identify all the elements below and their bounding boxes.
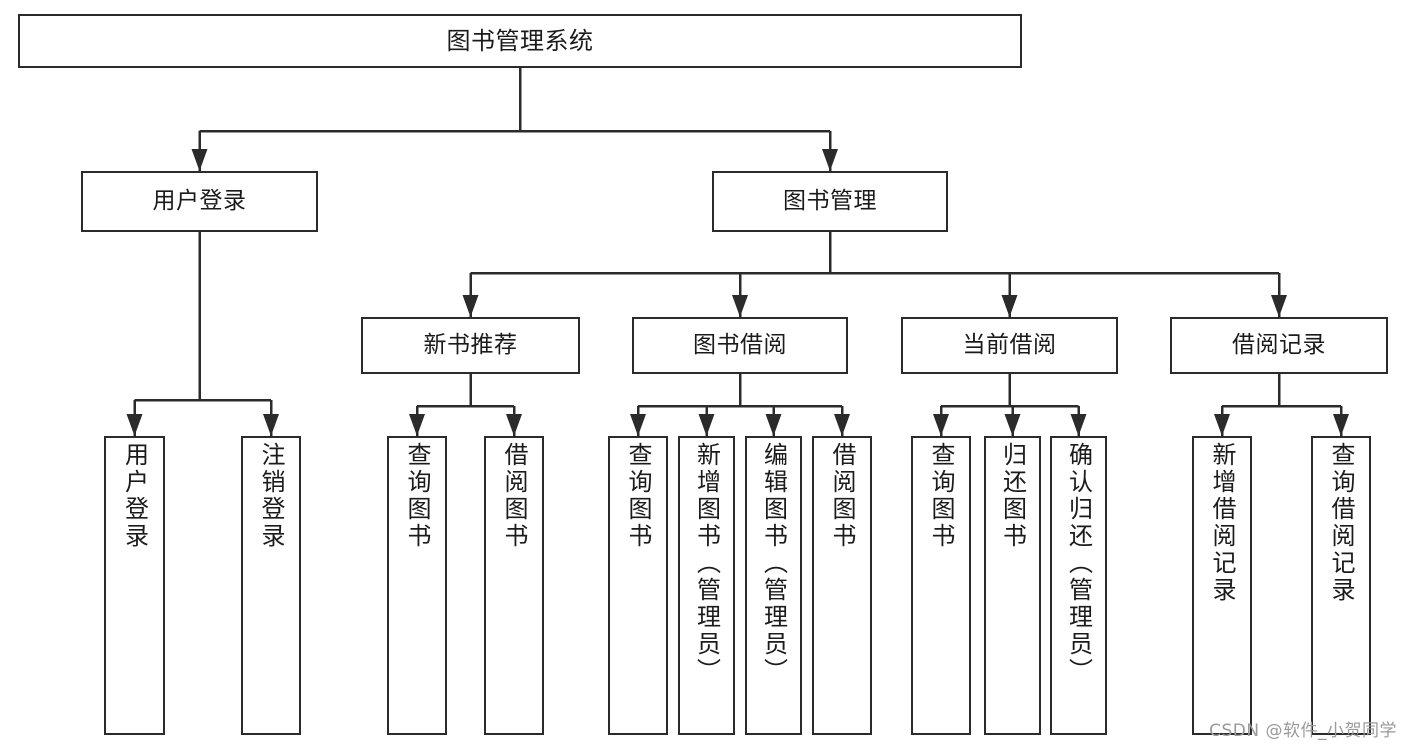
node-label: 编辑图书（管理员） bbox=[759, 442, 788, 685]
node-leaf-add-book[interactable]: 新增图书（管理员） bbox=[678, 436, 735, 735]
node-label: 查询图书 bbox=[403, 442, 431, 550]
node-leaf-query-record[interactable]: 查询借阅记录 bbox=[1311, 436, 1371, 735]
node-book-borrow[interactable]: 图书借阅 bbox=[632, 317, 848, 374]
node-label: 确认归还（管理员） bbox=[1064, 442, 1093, 685]
node-leaf-query-book-1[interactable]: 查询图书 bbox=[387, 436, 447, 735]
arrow-head-icon bbox=[630, 414, 646, 436]
arrow-head-icon bbox=[191, 149, 208, 171]
arrow-head-icon bbox=[732, 295, 748, 317]
node-leaf-confirm-return[interactable]: 确认归还（管理员） bbox=[1050, 436, 1107, 735]
node-leaf-borrow-book-2[interactable]: 借阅图书 bbox=[812, 436, 872, 735]
node-book-manage[interactable]: 图书管理 bbox=[712, 171, 948, 232]
node-label: 查询借阅记录 bbox=[1327, 442, 1355, 604]
watermark: CSDN @软件_小贺同学 bbox=[1209, 721, 1397, 741]
node-label: 用户登录 bbox=[152, 187, 247, 214]
arrow-head-icon bbox=[1271, 295, 1287, 317]
arrow-head-icon bbox=[1214, 414, 1230, 436]
node-label: 借阅图书 bbox=[828, 442, 856, 550]
arrow-head-icon bbox=[126, 414, 143, 436]
node-root[interactable]: 图书管理系统 bbox=[18, 14, 1022, 68]
node-label: 查询图书 bbox=[927, 442, 955, 550]
node-leaf-query-book-3[interactable]: 查询图书 bbox=[911, 436, 971, 735]
arrow-head-icon bbox=[506, 414, 522, 436]
node-new-book-rec[interactable]: 新书推荐 bbox=[361, 317, 580, 374]
arrow-head-icon bbox=[933, 414, 949, 436]
node-user-login[interactable]: 用户登录 bbox=[81, 171, 318, 232]
node-leaf-query-book-2[interactable]: 查询图书 bbox=[608, 436, 668, 735]
arrow-head-icon bbox=[1004, 414, 1021, 436]
node-current-borrow[interactable]: 当前借阅 bbox=[901, 317, 1118, 374]
node-label: 注销登录 bbox=[257, 442, 285, 550]
node-label: 借阅图书 bbox=[500, 442, 528, 550]
node-leaf-return-book[interactable]: 归还图书 bbox=[984, 436, 1041, 735]
node-label: 图书管理 bbox=[783, 187, 877, 214]
arrow-head-icon bbox=[1333, 414, 1349, 436]
node-label: 归还图书 bbox=[998, 442, 1027, 550]
node-leaf-add-record[interactable]: 新增借阅记录 bbox=[1192, 436, 1252, 735]
node-leaf-edit-book[interactable]: 编辑图书（管理员） bbox=[745, 436, 802, 735]
node-label: 图书借阅 bbox=[693, 331, 787, 358]
arrow-head-icon bbox=[1001, 295, 1018, 317]
arrow-head-icon bbox=[822, 149, 838, 171]
arrow-head-icon bbox=[765, 414, 782, 436]
node-leaf-borrow-book-1[interactable]: 借阅图书 bbox=[484, 436, 544, 735]
arrow-head-icon bbox=[1070, 414, 1087, 436]
arrow-head-icon bbox=[462, 295, 479, 317]
node-label: 查询图书 bbox=[624, 442, 652, 550]
node-label: 新增借阅记录 bbox=[1208, 442, 1236, 604]
node-borrow-record[interactable]: 借阅记录 bbox=[1170, 317, 1388, 374]
node-label: 图书管理系统 bbox=[446, 26, 594, 55]
node-label: 用户登录 bbox=[120, 442, 149, 550]
node-leaf-logout[interactable]: 注销登录 bbox=[241, 436, 301, 735]
arrow-head-icon bbox=[263, 414, 279, 436]
arrow-head-icon bbox=[409, 414, 425, 436]
node-label: 新书推荐 bbox=[423, 331, 518, 358]
node-label: 当前借阅 bbox=[962, 331, 1057, 358]
node-leaf-user-login[interactable]: 用户登录 bbox=[104, 436, 165, 735]
arrow-head-icon bbox=[698, 414, 715, 436]
arrow-head-icon bbox=[834, 414, 850, 436]
node-label: 借阅记录 bbox=[1232, 331, 1326, 358]
node-label: 新增图书（管理员） bbox=[692, 442, 721, 685]
